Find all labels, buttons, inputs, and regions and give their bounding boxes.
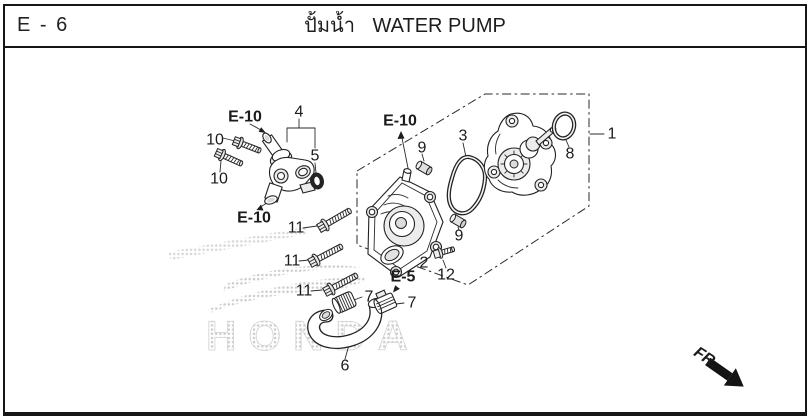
callout-5: 5 (311, 148, 320, 165)
callout-1: 1 (608, 126, 617, 143)
page-code: E - 6 (17, 13, 70, 36)
o-ring-5 (310, 172, 324, 190)
callout-7: 7 (408, 295, 417, 312)
callout-E-10: E-10 (237, 210, 271, 227)
page-title-thai: ปั้มน้ำ (304, 15, 355, 37)
thermostat-housing-part (261, 132, 324, 205)
dowel-pin-9-upper (414, 159, 434, 177)
callout-E-10: E-10 (383, 113, 417, 130)
callout-11: 11 (296, 283, 313, 300)
header: E - 6 ปั้มน้ำ WATER PUMP (3, 4, 807, 48)
bolt-10-upper (231, 134, 264, 158)
hose-clamp-screw (373, 289, 398, 315)
callout-2: 2 (420, 255, 429, 272)
bolt-10-lower (213, 146, 246, 171)
callout-9: 9 (418, 140, 427, 157)
callout-3: 3 (459, 128, 468, 145)
callout-E-5: E-5 (391, 269, 416, 286)
water-pump-cover-part (365, 168, 444, 279)
callout-10: 10 (206, 132, 224, 149)
callout-E-10: E-10 (228, 109, 262, 126)
callout-10: 10 (210, 171, 228, 188)
callout-9: 9 (455, 228, 464, 245)
callout-11: 11 (284, 253, 301, 270)
pump-gasket-part (446, 154, 488, 216)
callout-11: 11 (288, 220, 305, 237)
water-pump-assembly-part (483, 111, 577, 196)
o-ring-8 (551, 111, 577, 141)
callout-4: 4 (295, 104, 304, 121)
bolt-11-top (315, 203, 355, 235)
page-title: ปั้มน้ำ WATER PUMP (3, 9, 807, 41)
fr-direction-arrow (705, 357, 744, 387)
callout-6: 6 (341, 358, 350, 375)
assembly-boundary-box (356, 93, 590, 286)
callout-8: 8 (566, 146, 575, 163)
callout-12: 12 (437, 267, 455, 284)
hose-clamp-spring (331, 291, 357, 314)
dowel-pin-9-lower (448, 212, 468, 230)
callout-7: 7 (365, 289, 374, 306)
page-title-english: WATER PUMP (372, 15, 506, 37)
reference-arrows (249, 123, 411, 293)
bolt-11-middle (306, 239, 346, 270)
